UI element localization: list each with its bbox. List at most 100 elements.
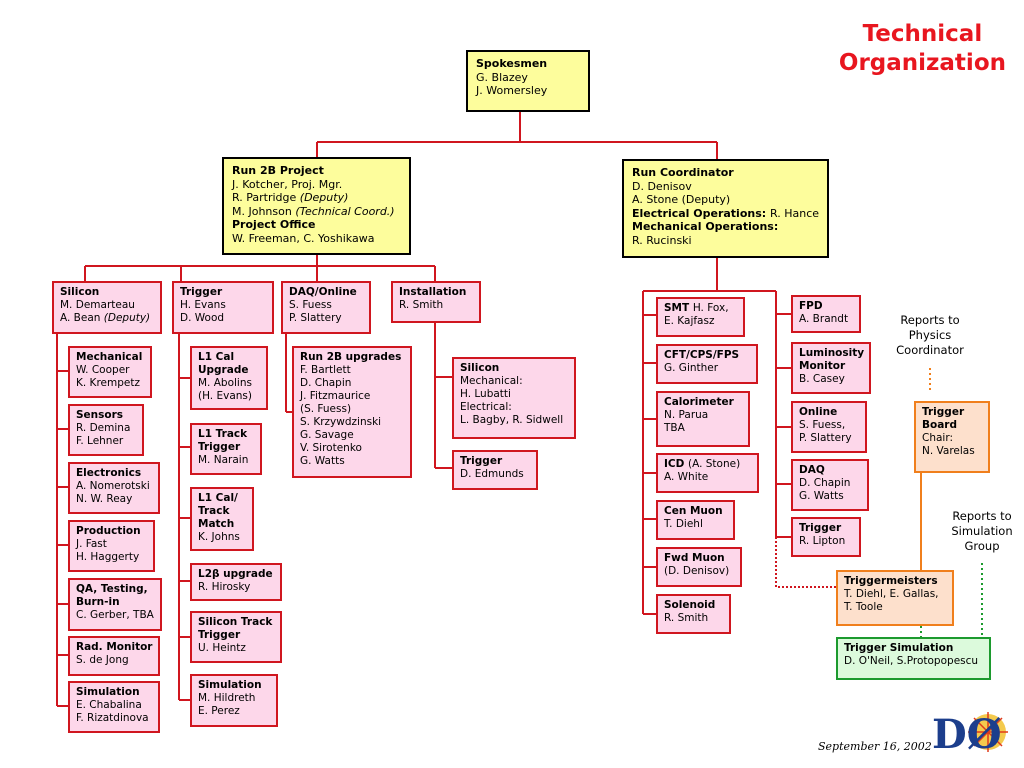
box-line: G. Watts <box>799 490 844 502</box>
box-line: Run 2B Project <box>232 164 401 178</box>
smt-box: SMT H. Fox,E. Kajfasz <box>656 297 745 337</box>
box-line: S. Fuess, <box>799 419 846 431</box>
box-line-bold: Board <box>922 419 957 431</box>
box-line-bold: Trigger <box>198 441 241 453</box>
box-line-bold: Mechanical Operations: <box>632 220 779 233</box>
box-line: R. Smith <box>664 612 709 624</box>
box-line-bold: Simulation <box>76 686 140 698</box>
box-line: M. Demarteau <box>60 299 135 311</box>
page-title: Technical Organization <box>839 20 1006 78</box>
box-line: E. Perez <box>198 705 240 717</box>
box-line: R. Demina <box>76 422 131 434</box>
box-line: N. Parua <box>664 409 709 421</box>
box-line-bold: Spokesmen <box>476 57 548 70</box>
box-line: B. Casey <box>799 373 845 385</box>
box-line-bold: Installation <box>399 286 467 298</box>
box-line-bold: L2β upgrade <box>198 568 273 580</box>
box-line: FPD <box>799 300 853 313</box>
box-line: Upgrade <box>198 364 260 377</box>
title-line-1: Technical <box>862 21 983 47</box>
fwd-muon-box: Fwd Muon(D. Denisov) <box>656 547 742 587</box>
box-line: W. Cooper <box>76 364 130 376</box>
box-line: Electrical: <box>460 401 512 413</box>
box-line-bold: Trigger <box>180 286 223 298</box>
box-line-bold: Simulation <box>198 679 262 691</box>
box-line: N. W. Reay <box>76 493 133 505</box>
box-line: Mechanical <box>76 351 144 364</box>
box-line-italic: (Deputy) <box>103 312 151 324</box>
box-line: V. Sirotenko <box>300 442 362 454</box>
box-line: M. Johnson (Technical Coord.) <box>232 204 395 218</box>
box-line-bold: L1 Track <box>198 428 248 440</box>
box-line-bold: CFT/CPS/FPS <box>664 349 740 361</box>
box-line: S. Fuess <box>289 299 332 311</box>
box-line-bold: Electronics <box>76 467 142 479</box>
box-line-bold: Trigger Simulation <box>844 642 954 654</box>
box-line: QA, Testing, <box>76 583 154 596</box>
box-line: (S. Fuess) <box>300 403 352 415</box>
box-line-bold: Sensors <box>76 409 124 421</box>
box-line: T. Toole <box>844 601 883 613</box>
box-line: Trigger <box>799 522 853 535</box>
box-line: F. Lehner <box>76 435 124 447</box>
box-line-bold: Monitor <box>799 360 846 372</box>
box-line: K. Krempetz <box>76 377 140 389</box>
box-line-bold: Online <box>799 406 838 418</box>
box-line: M. Hildreth <box>198 692 256 704</box>
box-line: M. Narain <box>198 454 249 466</box>
box-line: S. Krzywdzinski <box>300 416 382 428</box>
box-line: Trigger <box>180 286 266 299</box>
icd-box: ICD (A. Stone)A. White <box>656 453 759 493</box>
box-line: G. Savage <box>300 429 354 441</box>
box-line: H. Lubatti <box>460 388 511 400</box>
box-line-italic: (Technical Coord.) <box>295 204 395 218</box>
note-line: Physics <box>908 328 952 342</box>
box-line: F. Rizatdinova <box>76 712 149 724</box>
box-line: Trigger <box>460 455 530 468</box>
box-line-bold: Upgrade <box>198 364 249 376</box>
box-line: Burn-in <box>76 596 154 609</box>
box-line: E. Chabalina <box>76 699 142 711</box>
box-line-bold: Trigger <box>198 629 241 641</box>
box-line-italic: (Deputy) <box>299 191 349 204</box>
box-line: J. Fitzmaurice <box>300 390 371 402</box>
box-line: Chair: <box>922 432 954 444</box>
box-line-bold: DAQ <box>799 464 825 476</box>
box-line: Trigger <box>198 629 274 642</box>
box-line: L1 Cal <box>198 351 260 364</box>
box-line: Electronics <box>76 467 152 480</box>
box-line: E. Kajfasz <box>664 315 715 327</box>
box-line: N. Varelas <box>922 445 975 457</box>
box-line: Run Coordinator <box>632 166 819 180</box>
box-line: G. Blazey <box>476 70 528 84</box>
box-line: Track <box>198 505 246 518</box>
box-line: SMT H. Fox, <box>664 302 729 314</box>
box-line: Solenoid <box>664 599 723 612</box>
box-line-bold: QA, Testing, <box>76 583 148 595</box>
box-line-bold: Silicon <box>60 286 100 298</box>
box-line-bold: Project Office <box>232 218 316 231</box>
box-line: F. Bartlett <box>300 364 351 376</box>
box-line: U. Heintz <box>198 642 246 654</box>
box-line: A. Nomerotski <box>76 480 150 492</box>
box-line: Luminosity <box>799 347 864 360</box>
box-line: A. Stone (Deputy) <box>632 193 731 206</box>
title-line-2: Organization <box>838 50 1006 76</box>
